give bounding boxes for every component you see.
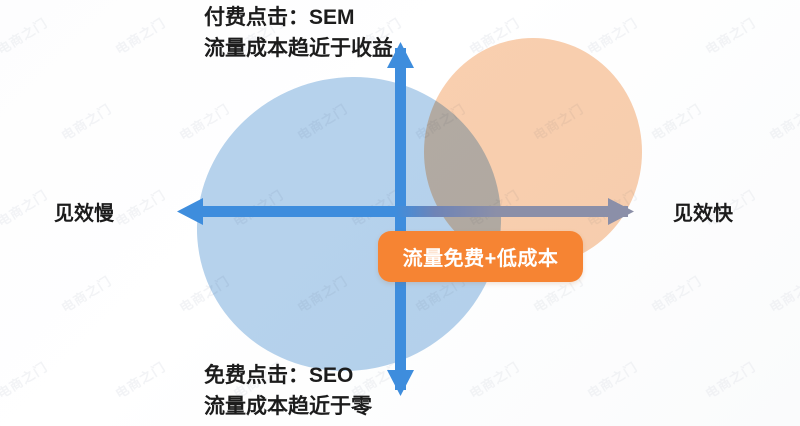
arrow-up-head-icon (387, 42, 414, 68)
horizontal-axis-arrow (177, 198, 634, 225)
vertical-axis-arrow (387, 42, 414, 396)
sem-label-line1: 付费点击：SEM (204, 6, 355, 29)
axis-label-slow: 见效慢 (54, 203, 114, 225)
arrow-down-head-icon (387, 370, 414, 396)
seo-label-line2: 流量成本趋近于零 (204, 395, 372, 418)
free-traffic-badge[interactable]: 流量免费+低成本 (378, 231, 583, 282)
axis-label-fast: 见效快 (673, 203, 733, 225)
arrow-right-head-icon (608, 198, 634, 225)
sem-label-line2: 流量成本趋近于收益 (204, 37, 393, 60)
arrow-left-head-icon (177, 198, 203, 225)
sem-orange-circle (424, 38, 642, 266)
seo-label: 免费点击：SEO 流量成本趋近于零 (204, 360, 372, 422)
free-traffic-badge-label: 流量免费+低成本 (402, 248, 559, 270)
seo-label-line1: 免费点击：SEO (204, 364, 354, 387)
sem-label: 付费点击：SEM 流量成本趋近于收益 (204, 2, 393, 64)
